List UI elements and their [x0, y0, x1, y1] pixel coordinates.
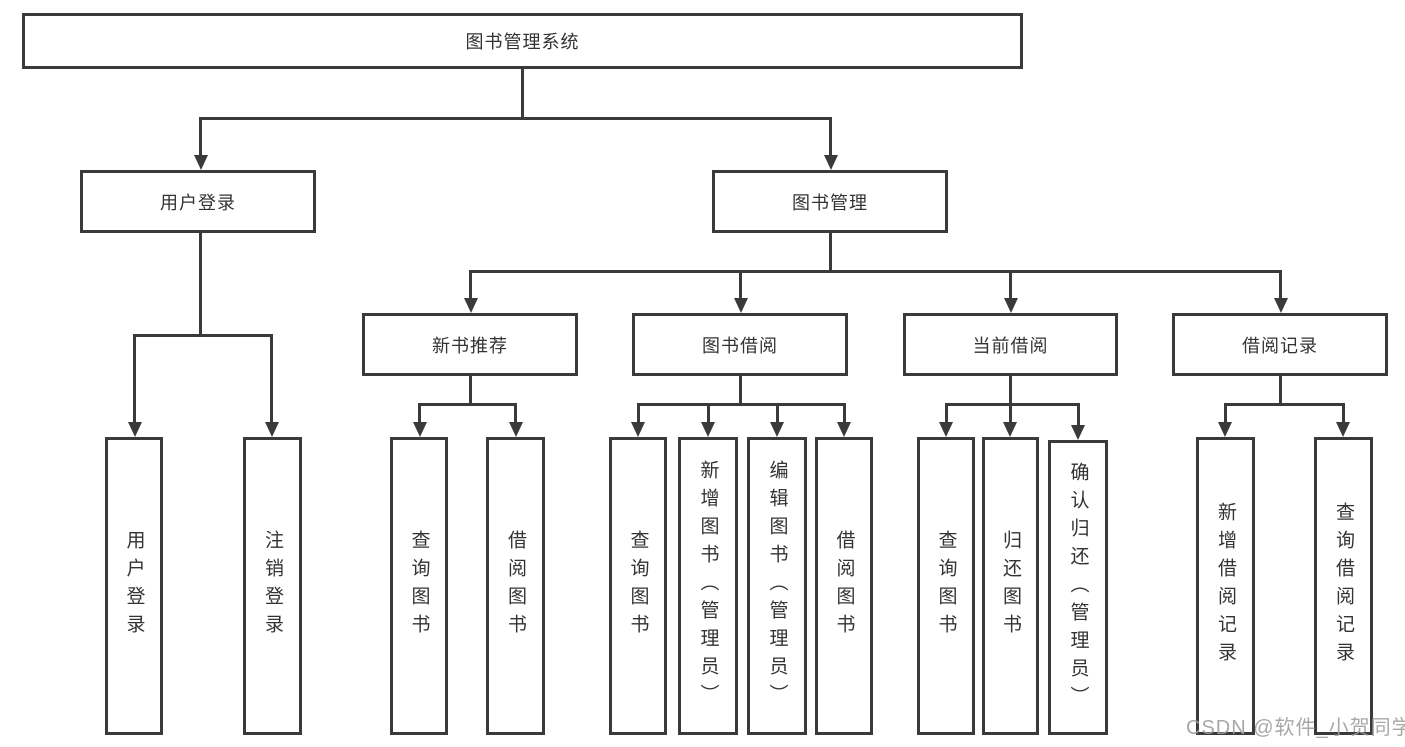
- leaf-logout: 注销登录: [243, 437, 302, 735]
- connector-line: [418, 403, 421, 423]
- node-user-login-label: 用户登录: [160, 192, 236, 213]
- leaf-query-books-3: 查询图书: [917, 437, 975, 735]
- connector-line: [1009, 270, 1012, 299]
- connector-line: [199, 117, 832, 120]
- connector-line: [776, 403, 779, 423]
- arrowhead-icon: [1071, 425, 1085, 440]
- leaf-add-borrow-record: 新增借阅记录: [1196, 437, 1255, 735]
- connector-line: [739, 270, 742, 299]
- connector-line: [514, 403, 517, 423]
- node-book-borrow: 图书借阅: [632, 313, 848, 376]
- arrowhead-icon: [939, 422, 953, 437]
- connector-line: [1224, 403, 1345, 406]
- connector-line: [945, 403, 1080, 406]
- connector-line: [133, 334, 273, 337]
- arrowhead-icon: [1218, 422, 1232, 437]
- leaf-add-books-admin-label: 新增图书（管理员）: [697, 460, 719, 712]
- leaf-logout-label: 注销登录: [262, 530, 283, 642]
- connector-line: [739, 376, 742, 406]
- node-root-label: 图书管理系统: [465, 32, 580, 52]
- leaf-return-books-label: 归还图书: [1000, 530, 1021, 642]
- leaf-user-login-label: 用户登录: [123, 530, 145, 642]
- leaf-return-books: 归还图书: [982, 437, 1039, 735]
- leaf-add-books-admin: 新增图书（管理员）: [678, 437, 738, 735]
- connector-line: [637, 403, 846, 406]
- arrowhead-icon: [464, 298, 478, 313]
- leaf-borrow-books-2: 借阅图书: [815, 437, 873, 735]
- leaf-query-books-3-label: 查询图书: [935, 530, 957, 642]
- leaf-borrow-books-1-label: 借阅图书: [505, 530, 526, 642]
- leaf-edit-books-admin: 编辑图书（管理员）: [747, 437, 807, 735]
- connector-line: [1009, 376, 1012, 406]
- node-current-borrow: 当前借阅: [903, 313, 1118, 376]
- connector-line: [469, 270, 472, 299]
- connector-line: [1279, 376, 1282, 406]
- node-borrow-records-label: 借阅记录: [1242, 335, 1318, 356]
- node-current-borrow-label: 当前借阅: [972, 335, 1049, 356]
- arrowhead-icon: [413, 422, 427, 437]
- arrowhead-icon: [824, 155, 838, 170]
- leaf-borrow-books-2-label: 借阅图书: [833, 530, 855, 642]
- connector-line: [829, 117, 832, 157]
- arrowhead-icon: [265, 422, 279, 437]
- arrowhead-icon: [734, 298, 748, 313]
- arrowhead-icon: [1336, 422, 1350, 437]
- leaf-query-books-2: 查询图书: [609, 437, 667, 735]
- node-book-borrow-label: 图书借阅: [702, 335, 778, 356]
- leaf-edit-books-admin-label: 编辑图书（管理员）: [766, 460, 788, 712]
- arrowhead-icon: [1004, 298, 1018, 313]
- leaf-query-books-1: 查询图书: [390, 437, 448, 735]
- node-book-management: 图书管理: [712, 170, 948, 233]
- connector-line: [843, 403, 846, 423]
- arrowhead-icon: [770, 422, 784, 437]
- arrowhead-icon: [509, 422, 523, 437]
- leaf-add-borrow-record-label: 新增借阅记录: [1215, 502, 1236, 670]
- connector-line: [1077, 403, 1080, 426]
- node-new-book-recommend-label: 新书推荐: [432, 335, 508, 356]
- leaf-user-login: 用户登录: [105, 437, 163, 735]
- connector-line: [1279, 270, 1282, 299]
- node-new-book-recommend: 新书推荐: [362, 313, 578, 376]
- node-book-management-label: 图书管理: [792, 192, 868, 213]
- connector-line: [1224, 403, 1227, 423]
- connector-line: [133, 334, 136, 423]
- arrowhead-icon: [128, 422, 142, 437]
- connector-line: [199, 117, 202, 157]
- connector-line: [469, 376, 472, 406]
- node-borrow-records: 借阅记录: [1172, 313, 1388, 376]
- leaf-query-books-1-label: 查询图书: [408, 530, 430, 642]
- connector-line: [945, 403, 948, 423]
- connector-line: [829, 233, 832, 273]
- arrowhead-icon: [1274, 298, 1288, 313]
- arrowhead-icon: [837, 422, 851, 437]
- node-root: 图书管理系统: [22, 13, 1023, 69]
- leaf-query-borrow-record: 查询借阅记录: [1314, 437, 1373, 735]
- leaf-query-borrow-record-label: 查询借阅记录: [1333, 502, 1354, 670]
- arrowhead-icon: [701, 422, 715, 437]
- connector-line: [521, 69, 524, 119]
- leaf-query-books-2-label: 查询图书: [627, 530, 649, 642]
- connector-line: [1342, 403, 1345, 423]
- connector-line: [418, 403, 517, 406]
- connector-line: [707, 403, 710, 423]
- connector-line: [1009, 403, 1012, 423]
- arrowhead-icon: [1003, 422, 1017, 437]
- connector-line: [270, 334, 273, 423]
- connector-line: [637, 403, 640, 423]
- leaf-confirm-return-admin: 确认归还（管理员）: [1048, 440, 1108, 735]
- node-user-login: 用户登录: [80, 170, 316, 233]
- watermark: CSDN @软件_小贺同学: [1186, 717, 1405, 739]
- leaf-borrow-books-1: 借阅图书: [486, 437, 545, 735]
- arrowhead-icon: [194, 155, 208, 170]
- connector-line: [469, 270, 1282, 273]
- arrowhead-icon: [631, 422, 645, 437]
- connector-line: [199, 233, 202, 337]
- leaf-confirm-return-admin-label: 确认归还（管理员）: [1067, 461, 1089, 714]
